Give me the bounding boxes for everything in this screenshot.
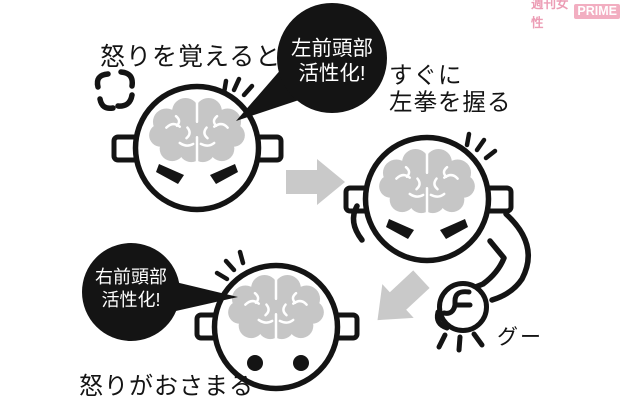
bubble-line-1: 左前頭部 [291,37,373,60]
watermark: 週刊女性 PRIME [531,0,620,30]
right-arm-and-fist [434,211,531,353]
face-angry-2 [343,131,531,353]
thumb-line [441,289,473,316]
calm-eye-right [293,355,309,371]
angry-eye-left [386,219,414,239]
fist-label-goo: グー [497,326,543,349]
bubble-circle [82,243,180,341]
bubble-tail [167,280,238,313]
bubble-line-2: 活性化! [298,62,366,85]
emphasis-dashes [464,131,498,161]
watermark-badge: PRIME [574,4,620,19]
wrist-line [434,309,450,331]
speech-bubble-left-activation [236,3,387,121]
arm-inner-edge [470,238,507,291]
bubble-label-left-frontal: 左前頭部 活性化! [272,36,392,86]
emphasis-dashes [214,249,246,282]
caption-clench-fist: すぐに 左拳を握る [389,62,512,116]
arm-outer-edge [489,211,531,303]
bubble-circle [277,3,387,113]
face-angry-1 [111,76,284,213]
caption-line-2: 左拳を握る [389,89,512,115]
caption-line-1: すぐに [389,62,463,88]
arrow-down-left-icon [377,270,430,321]
emphasis-dashes [221,76,255,98]
angry-eye-left [156,164,184,184]
angry-eye-right [210,164,238,184]
bubble-line-1: 右前頭部 [95,267,167,287]
fist-emphasis-rays [436,331,485,353]
angry-eye-right [440,219,468,239]
bubble-label-right-frontal: 右前頭部 活性化! [81,266,181,312]
arrow-right-icon [286,159,345,205]
watermark-brand: 週刊女性 [531,0,569,30]
calm-eye-left [247,355,263,371]
caption-anger-subsides: 怒りがおさまる [79,373,254,400]
bubble-line-2: 活性化! [101,290,161,310]
speech-bubble-right-activation [82,243,238,341]
left-arm [350,203,365,243]
face-calm-3 [194,249,360,392]
caption-feel-anger: 怒りを覚えると [100,43,282,71]
anger-mark-icon [94,69,136,112]
